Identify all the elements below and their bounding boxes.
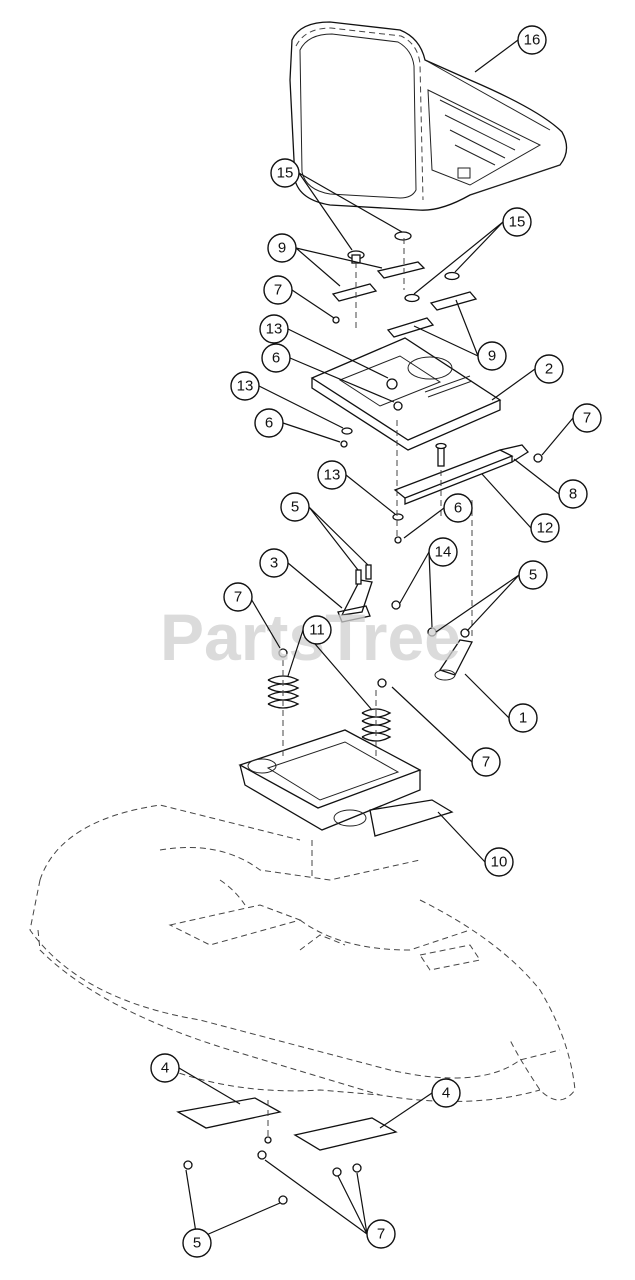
callout-13-low: 13 bbox=[317, 460, 347, 490]
callout-13-top: 13 bbox=[259, 314, 289, 344]
callout-13-mid: 13 bbox=[230, 371, 260, 401]
callout-4-right: 4 bbox=[431, 1078, 461, 1108]
upper-hardware bbox=[331, 231, 478, 338]
svg-text:4: 4 bbox=[161, 1060, 169, 1077]
svg-text:4: 4 bbox=[442, 1085, 450, 1102]
tractor-body-outline bbox=[29, 804, 576, 1102]
callout-8: 8 bbox=[558, 479, 588, 509]
callout-5-mid: 5 bbox=[280, 492, 310, 522]
svg-text:13: 13 bbox=[324, 467, 341, 484]
svg-text:6: 6 bbox=[272, 350, 280, 367]
svg-text:7: 7 bbox=[377, 1226, 385, 1243]
callout-7-right: 7 bbox=[572, 403, 602, 433]
svg-text:5: 5 bbox=[193, 1235, 201, 1252]
callout-15-right: 15 bbox=[502, 207, 532, 237]
svg-text:13: 13 bbox=[266, 321, 283, 338]
seat-pan bbox=[310, 337, 502, 451]
bottom-plates bbox=[176, 1097, 398, 1205]
svg-text:6: 6 bbox=[265, 415, 273, 432]
svg-text:10: 10 bbox=[491, 854, 508, 871]
svg-text:2: 2 bbox=[545, 361, 553, 378]
assembly-lines bbox=[267, 238, 473, 1140]
left-hardware bbox=[340, 427, 353, 448]
callout-9-right: 9 bbox=[477, 341, 507, 371]
svg-text:13: 13 bbox=[237, 378, 254, 395]
callout-2: 2 bbox=[534, 354, 564, 384]
callout-4-left: 4 bbox=[150, 1053, 180, 1083]
svg-text:7: 7 bbox=[234, 589, 242, 606]
callout-9-left: 9 bbox=[267, 233, 297, 263]
callout-10: 10 bbox=[484, 847, 514, 877]
svg-text:14: 14 bbox=[435, 544, 452, 561]
svg-text:9: 9 bbox=[488, 348, 496, 365]
callout-6-mid: 6 bbox=[254, 408, 284, 438]
callout-6-low: 6 bbox=[443, 493, 473, 523]
callout-12: 12 bbox=[530, 513, 560, 543]
base-pan bbox=[238, 729, 454, 880]
callout-3: 3 bbox=[259, 548, 289, 578]
svg-text:7: 7 bbox=[274, 282, 282, 299]
svg-text:9: 9 bbox=[278, 240, 286, 257]
callout-5-right: 5 bbox=[518, 560, 548, 590]
svg-text:16: 16 bbox=[524, 32, 541, 49]
svg-text:7: 7 bbox=[583, 410, 591, 427]
svg-text:12: 12 bbox=[537, 520, 554, 537]
callout-11: 11 bbox=[302, 615, 332, 645]
callout-1: 1 bbox=[508, 703, 538, 733]
svg-text:5: 5 bbox=[529, 567, 537, 584]
svg-text:8: 8 bbox=[569, 486, 577, 503]
springs bbox=[267, 648, 392, 742]
callout-16: 16 bbox=[517, 25, 547, 55]
seat bbox=[289, 21, 568, 211]
slide-rail bbox=[392, 442, 543, 544]
callout-15-left: 15 bbox=[270, 158, 300, 188]
callout-7-mid: 7 bbox=[471, 747, 501, 777]
svg-text:5: 5 bbox=[291, 499, 299, 516]
callout-7-left: 7 bbox=[223, 582, 253, 612]
callout-7-bottom: 7 bbox=[366, 1219, 396, 1249]
callout-14: 14 bbox=[428, 537, 458, 567]
callout-6-top: 6 bbox=[261, 343, 291, 373]
svg-text:11: 11 bbox=[309, 622, 325, 639]
svg-text:7: 7 bbox=[482, 754, 490, 771]
svg-text:15: 15 bbox=[509, 214, 526, 231]
callout-7-top: 7 bbox=[263, 275, 293, 305]
callout-5-bottom: 5 bbox=[182, 1228, 212, 1258]
svg-text:1: 1 bbox=[519, 710, 527, 727]
pivot-brackets bbox=[337, 564, 473, 681]
svg-text:15: 15 bbox=[277, 165, 294, 182]
svg-text:6: 6 bbox=[454, 500, 462, 517]
svg-text:3: 3 bbox=[270, 555, 278, 572]
